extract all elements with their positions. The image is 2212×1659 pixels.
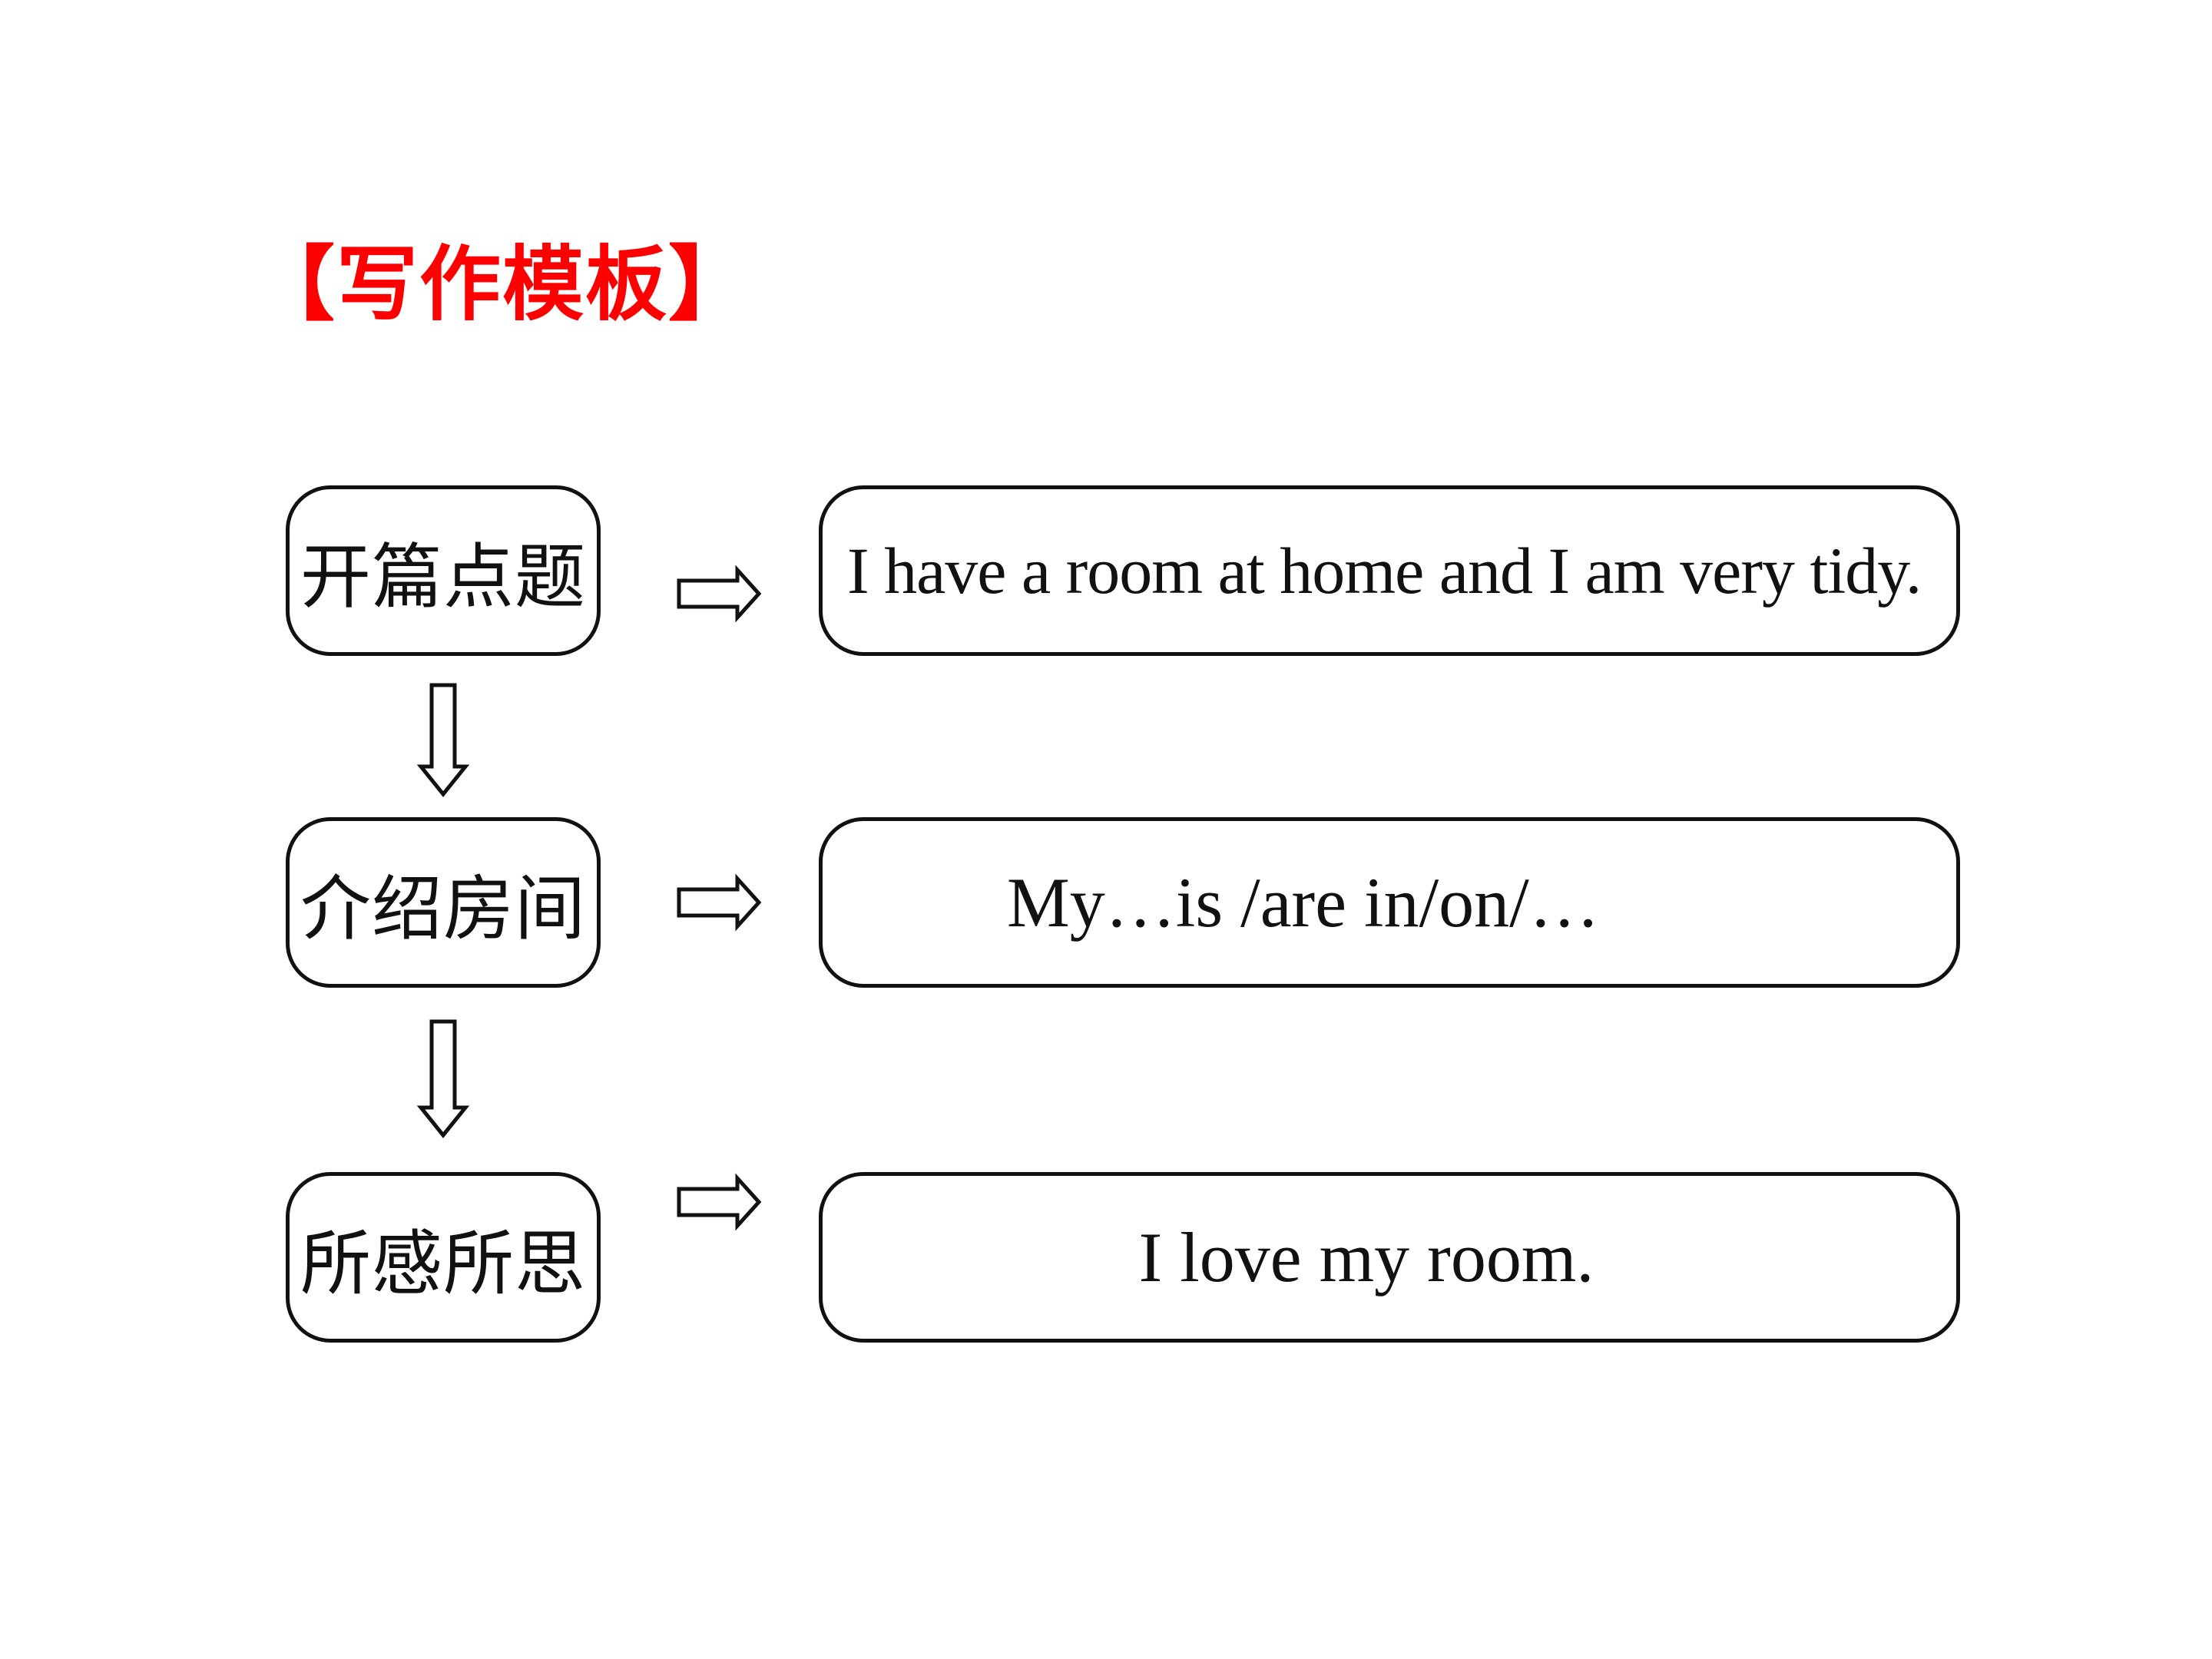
step-label-reflection: 所感所思 — [300, 1222, 586, 1305]
content-box-opening: I have a room at home and I am very tidy… — [819, 485, 1960, 656]
content-box-introduction: My…is /are in/on/… — [819, 817, 1960, 988]
content-text-introduction: My…is /are in/on/… — [1007, 863, 1600, 942]
step-box-reflection: 所感所思 — [286, 1172, 601, 1343]
content-box-reflection: I love my room. — [819, 1172, 1960, 1343]
right-arrow-icon — [677, 565, 762, 623]
down-arrow-icon — [416, 1019, 470, 1138]
content-text-opening: I have a room at home and I am very tidy… — [847, 534, 1922, 608]
step-box-opening: 开篇点题 — [286, 485, 601, 656]
step-label-introduction: 介绍房间 — [300, 867, 586, 950]
right-arrow-icon — [677, 873, 762, 932]
diagram-title: 【写作模板】 — [253, 237, 751, 332]
step-box-introduction: 介绍房间 — [286, 817, 601, 988]
step-label-opening: 开篇点题 — [300, 535, 586, 618]
content-text-reflection: I love my room. — [1138, 1218, 1594, 1296]
right-arrow-icon — [677, 1173, 762, 1231]
down-arrow-icon — [416, 683, 470, 797]
